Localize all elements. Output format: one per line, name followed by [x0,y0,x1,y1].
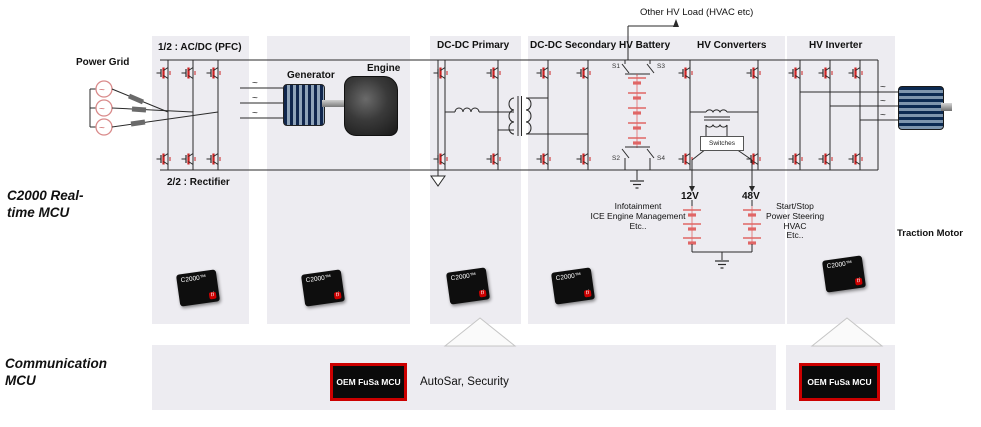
switches-box: Switches [700,136,744,151]
ac-source-tilde: ~ [99,104,105,115]
phase-tilde: ~ [252,108,258,119]
autosar-security-label: AutoSar, Security [420,376,509,388]
loads-48v-label: Start/Stop Power Steering HVAC Etc.. [765,201,825,241]
hv-inverter-header: HV Inverter [809,40,863,51]
chip-label: C2000™ [180,273,207,285]
c2000-mcu-chip: C2000™ ti [821,255,867,293]
ti-logo-icon: ti [583,289,592,298]
oem-fusa-mcu-label: OEM FuSa MCU [807,377,872,387]
panel-communication-bar [152,345,776,410]
power-grid-label: Power Grid [76,57,130,68]
rectifier-label: 2/2 : Rectifier [167,177,230,188]
generator-engine-shaft [322,100,346,107]
ti-logo-icon: ti [478,289,487,298]
dcdc-secondary-header: DC-DC Secondary [530,40,617,51]
ac-source-tilde: ~ [99,85,105,96]
communication-mcu-label: Communication MCU [5,356,108,388]
switches-label: Switches [708,140,735,147]
phase-tilde: ~ [252,93,258,104]
hv-battery-header: HV Battery [619,40,671,51]
generator-label: Generator [287,70,335,81]
chip-label: C2000™ [305,273,332,285]
engine-label: Engine [367,63,401,74]
oem-fusa-mcu-label: OEM FuSa MCU [336,377,401,387]
dcdc-primary-header: DC-DC Primary [437,40,510,51]
ti-logo-icon: ti [854,277,863,286]
c2000-realtime-mcu-label: C2000 Real- time MCU [7,188,84,220]
other-hv-load-label: Other HV Load (HVAC etc) [640,7,754,18]
hv-converters-header: HV Converters [697,40,767,51]
ti-logo-icon: ti [333,291,342,300]
traction-motor-label: Traction Motor [897,228,963,239]
oem-fusa-mcu-box: OEM FuSa MCU [330,363,407,401]
engine-image [344,76,398,136]
c2000-mcu-chip: C2000™ ti [175,269,221,307]
c2000-mcu-chip: C2000™ ti [300,269,346,307]
chip-label: C2000™ [826,259,853,271]
traction-motor-image [898,86,944,130]
loads-12v-label: Infotainment ICE Engine Management Etc.. [590,201,686,231]
rail-48v-label: 48V [742,191,760,202]
rail-12v-label: 12V [681,191,699,202]
oem-fusa-mcu-box: OEM FuSa MCU [799,363,880,401]
c2000-mcu-chip: C2000™ ti [550,267,596,305]
chip-label: C2000™ [450,271,477,283]
pfc-header: 1/2 : AC/DC (PFC) [158,42,242,53]
chip-label: C2000™ [555,271,582,283]
c2000-mcu-chip: C2000™ ti [445,267,491,305]
phase-tilde: ~ [252,78,258,89]
ac-source-tilde: ~ [99,123,105,134]
generator-image [283,84,325,126]
ti-logo-icon: ti [208,291,217,300]
motor-shaft [941,103,952,111]
